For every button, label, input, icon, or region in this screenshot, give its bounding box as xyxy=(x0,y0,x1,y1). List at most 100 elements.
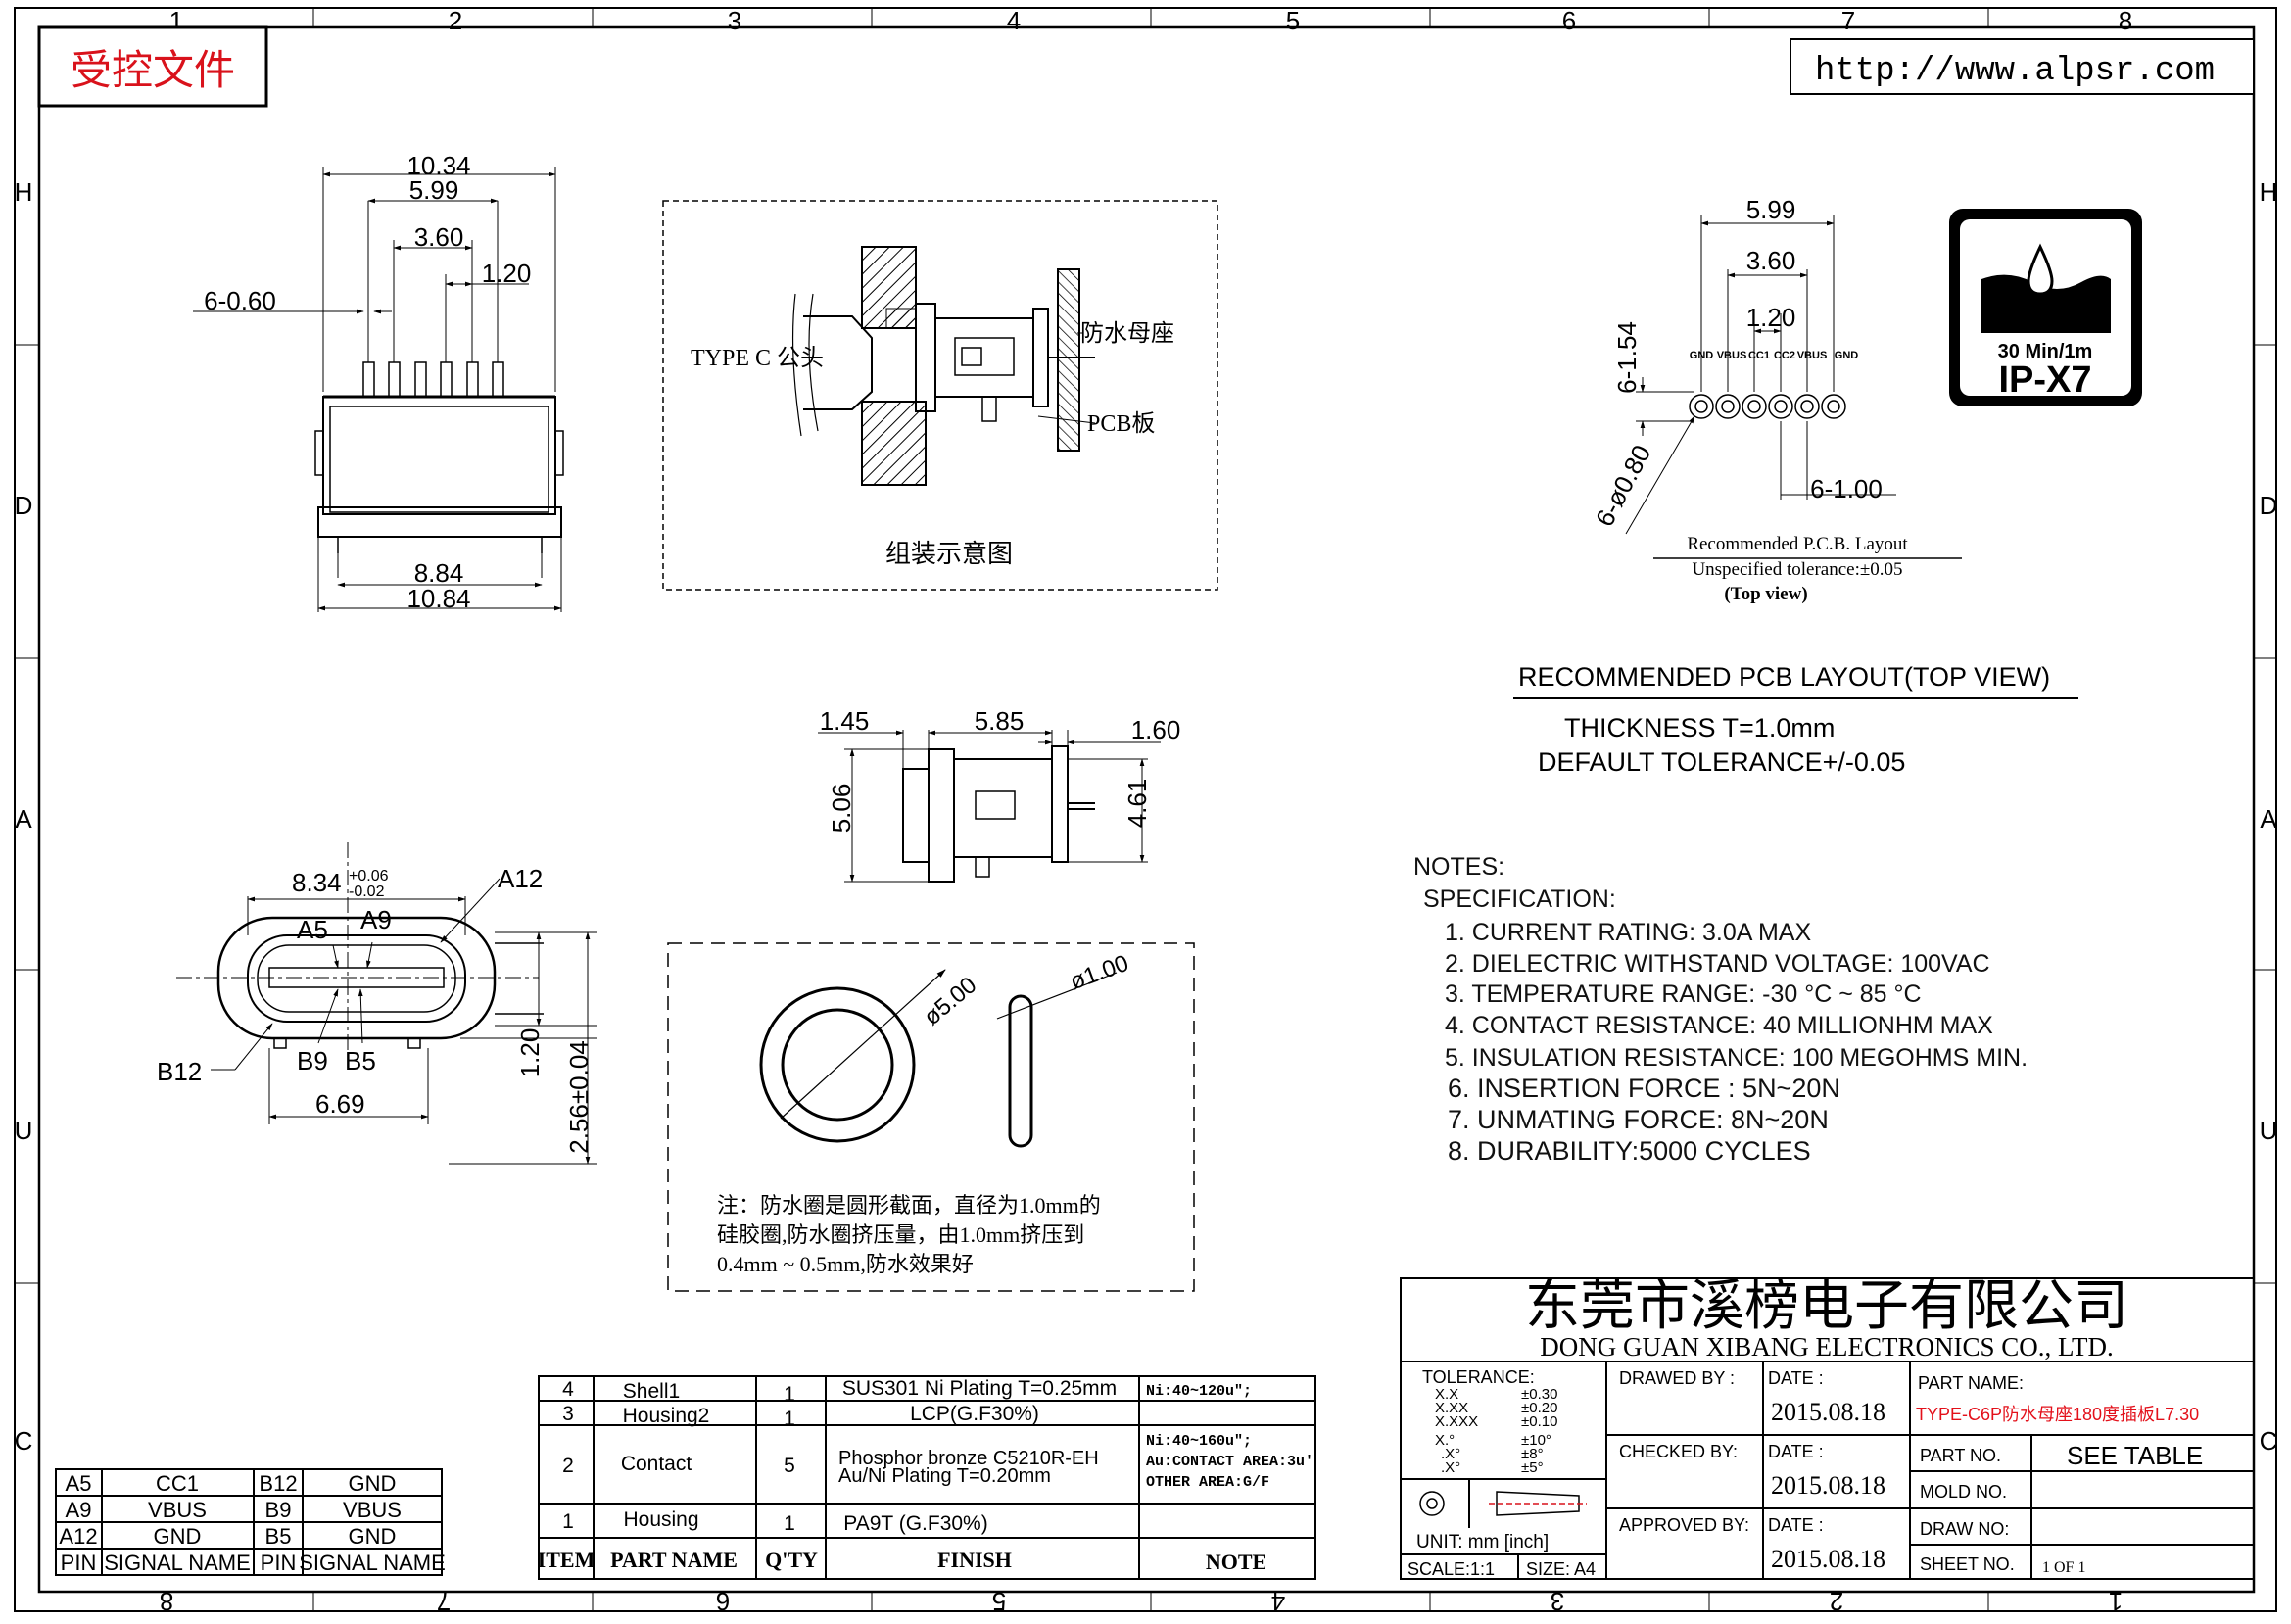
dim-8-84: 8.84 xyxy=(414,558,464,588)
note-item: 4. CONTACT RESISTANCE: 40 MILLIONHM MAX xyxy=(1445,1012,1993,1039)
pin-header: SIGNAL NAME xyxy=(299,1551,446,1575)
col-label-bottom: 4 xyxy=(1271,1587,1285,1616)
date-label: DATE : xyxy=(1768,1368,1824,1388)
ip-x7-badge: 30 Min/1m IP-X7 xyxy=(1949,209,2142,406)
notes-title: NOTES: xyxy=(1413,853,1504,881)
side-view-dims: 1.45 5.85 1.60 5.06 4.61 xyxy=(820,706,1181,833)
default-tolerance-text: DEFAULT TOLERANCE+/-0.05 xyxy=(1538,747,1905,777)
bom-finish: PA9T (G.F30%) xyxy=(843,1512,987,1535)
pin-cell: A9 xyxy=(66,1498,92,1522)
row-label: H xyxy=(15,177,33,207)
pcb-layout-labels: 5.99 3.60 1.20 6-1.00 6-1.54 6-ø0.80 GND… xyxy=(1590,195,1909,604)
part-no-label: PART NO. xyxy=(1920,1446,2001,1465)
title-block: 东莞市溪榜电子有限公司 DONG GUAN XIBANG ELECTRONICS… xyxy=(1400,1276,2255,1580)
row-label: A xyxy=(2260,804,2277,834)
pin-cell: B12 xyxy=(259,1471,297,1496)
tol-key: .X° xyxy=(1441,1446,1460,1462)
pin-label: GND xyxy=(1835,350,1859,361)
oring-note-line: 注：防水圈是圆形截面，直径为1.0mm的 xyxy=(717,1193,1101,1218)
bom-qty: 1 xyxy=(784,1383,795,1406)
col-label: 4 xyxy=(1007,6,1021,35)
pcb-dim-3-60: 3.60 xyxy=(1746,246,1796,275)
pin-cell: GND xyxy=(154,1524,202,1549)
row-label: U xyxy=(2260,1116,2278,1145)
dim-6-69: 6.69 xyxy=(315,1089,365,1119)
bom-finish: SUS301 Ni Plating T=0.25mm xyxy=(842,1377,1117,1400)
oring-detail: ø5.00 ø1.00 注：防水圈是圆形截面，直径为1.0mm的 硅胶圈,防水圈… xyxy=(667,942,1195,1292)
part-name-label: PART NAME: xyxy=(1918,1373,2024,1393)
pin-header: PIN xyxy=(61,1551,97,1575)
bom-finish: Phosphor bronze C5210R-EH xyxy=(838,1448,1099,1469)
tol-key: X.X xyxy=(1435,1386,1458,1403)
bom-header: Q'TY xyxy=(765,1548,818,1572)
pcb-dim-5-99: 5.99 xyxy=(1746,195,1796,224)
bom-table: 4 Shell1 1 SUS301 Ni Plating T=0.25mm Ni… xyxy=(538,1375,1316,1580)
bom-item: 2 xyxy=(562,1455,574,1477)
website-url: http://www.alpsr.com xyxy=(1815,53,2215,90)
notes-spec: SPECIFICATION: xyxy=(1423,885,1616,913)
pin-cell: VBUS xyxy=(343,1498,402,1522)
pin-cell: VBUS xyxy=(148,1498,207,1522)
bom-item: 4 xyxy=(562,1378,574,1401)
pin-label: GND xyxy=(1690,350,1714,361)
pcb-view: (Top view) xyxy=(1724,584,1807,604)
pcb-dim-pads: 6-1.00 xyxy=(1810,474,1883,503)
pin-header: SIGNAL NAME xyxy=(104,1551,251,1575)
dim-10-84: 10.84 xyxy=(406,584,470,613)
row-label: D xyxy=(15,491,33,520)
dim-3-60: 3.60 xyxy=(414,222,464,252)
row-label: U xyxy=(15,1116,33,1145)
bom-qty: 1 xyxy=(784,1512,795,1535)
end-view xyxy=(176,842,597,1165)
col-label-bottom: 2 xyxy=(1830,1587,1843,1616)
company-en: DONG GUAN XIBANG ELECTRONICS CO., LTD. xyxy=(1540,1332,2114,1361)
website-box: http://www.alpsr.com xyxy=(1790,38,2255,95)
col-label: 6 xyxy=(1562,6,1576,35)
pin-cell: CC1 xyxy=(156,1471,199,1496)
unit-label: UNIT: mm [inch] xyxy=(1416,1532,1549,1552)
approved-by-label: APPROVED BY: xyxy=(1619,1515,1749,1535)
scale-label: SCALE:1:1 xyxy=(1408,1559,1495,1579)
end-view-labels: 8.34 +0.06 -0.02 A12 A5 A9 B12 B9 B5 6.6… xyxy=(157,864,594,1154)
drawn-date: 2015.08.18 xyxy=(1771,1398,1885,1426)
assembly-labels: TYPE C 公头 防水母座 PCB板 组装示意图 xyxy=(691,320,1174,568)
pin-cell: GND xyxy=(349,1524,397,1549)
pin-label: VBUS xyxy=(1797,350,1828,361)
note-item: 8. DURABILITY:5000 CYCLES xyxy=(1448,1136,1811,1166)
pin-label: CC1 xyxy=(1748,350,1770,361)
tol-val: ±5° xyxy=(1521,1459,1544,1476)
pin-cell: A12 xyxy=(59,1524,97,1549)
pin-B9: B9 xyxy=(297,1046,328,1075)
pcb-caption: Recommended P.C.B. Layout xyxy=(1687,534,1908,554)
drawn-by-label: DRAWED BY : xyxy=(1619,1368,1735,1388)
projection-symbol xyxy=(1419,1491,1587,1516)
bom-header: ITEM xyxy=(538,1548,596,1572)
date-label: DATE : xyxy=(1768,1515,1824,1535)
pin-cell: B9 xyxy=(265,1498,292,1522)
stamp-text: 受控文件 xyxy=(71,48,235,94)
note-item: 7. UNMATING FORCE: 8N~20N xyxy=(1448,1105,1829,1134)
bom-note: Ni:40~160u"; xyxy=(1146,1433,1252,1450)
front-view xyxy=(193,167,564,612)
pin-B12: B12 xyxy=(157,1057,202,1086)
pcb-dim-pad-height: 6-1.54 xyxy=(1612,321,1642,394)
tolerance-title: TOLERANCE: xyxy=(1422,1367,1535,1387)
bom-header: NOTE xyxy=(1206,1550,1266,1574)
size-label: SIZE: A4 xyxy=(1526,1559,1596,1579)
dim-5-85: 5.85 xyxy=(975,706,1025,736)
controlled-doc-stamp: 受控文件 xyxy=(37,25,268,108)
tol-key: X.° xyxy=(1435,1432,1455,1449)
pin-B5: B5 xyxy=(345,1046,376,1075)
bom-item: 3 xyxy=(562,1403,574,1425)
tol-val: ±0.30 xyxy=(1521,1386,1557,1403)
checked-by-label: CHECKED BY: xyxy=(1619,1442,1738,1461)
pcb-heading: RECOMMENDED PCB LAYOUT(TOP VIEW) xyxy=(1518,662,2050,692)
bom-note: Ni:40~120u"; xyxy=(1146,1383,1252,1400)
dim-8-34-tol-plus: +0.06 xyxy=(349,868,389,884)
bom-qty: 1 xyxy=(784,1408,795,1430)
pin-A12: A12 xyxy=(498,864,543,893)
mold-no-label: MOLD NO. xyxy=(1920,1482,2007,1502)
tol-key: X.XX xyxy=(1435,1400,1468,1416)
